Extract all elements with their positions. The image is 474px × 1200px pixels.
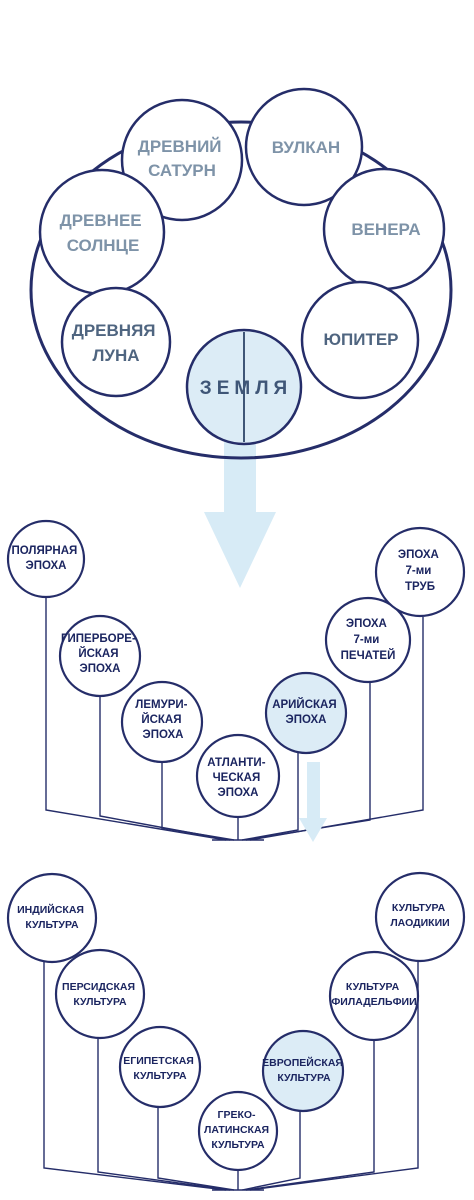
epoch-label-line: ЙСКАЯ (141, 713, 181, 726)
svg-text:АРИЙСКАЯ ЭПОХА: АРИЙСКАЯ ЭПОХА (272, 698, 340, 726)
epoch-label-line: АРИЙСКАЯ (272, 698, 336, 711)
culture-label-line: КУЛЬТУРА (25, 919, 79, 931)
planet-label-line: СОЛНЦЕ (67, 236, 140, 255)
culture-philadelphia: КУЛЬТУРА ФИЛАДЕЛЬФИИ (328, 950, 420, 1042)
planet-label-line: ЛУНА (92, 346, 139, 365)
culture-indian: ИНДИЙСКАЯ КУЛЬТУРА (6, 872, 98, 964)
planet-jupiter: ЮПИТЕР (300, 280, 420, 400)
epoch-atlantean: АТЛАНТИ- ЧЕСКАЯ ЭПОХА (195, 733, 281, 819)
planet-label-line: ДРЕВНЕЕ (60, 211, 142, 230)
planet-earth: ЗЕМЛЯ (185, 328, 303, 446)
epoch-seven-seals: ЭПОХА 7-ми ПЕЧАТЕЙ (324, 596, 412, 684)
svg-text:ВЕНЕРА: ВЕНЕРА (351, 220, 420, 239)
culture-european: ЕВРОПЕЙСКАЯ КУЛЬТУРА (261, 1029, 346, 1113)
planet-vulcan: ВУЛКАН (244, 87, 364, 207)
culture-label-line: ЛАОДИКИИ (390, 917, 449, 929)
epoch-label-line: 7-ми (405, 565, 431, 577)
svg-text:ГРЕКО- ЛАТИНСКАЯ К: ГРЕКО- ЛАТИНСКАЯ КУЛЬТУРА (204, 1109, 272, 1151)
planet-label-line: ДРЕВНИЙ (138, 137, 222, 156)
epoch-label-line: ПОЛЯРНАЯ (11, 545, 77, 557)
epoch-label-line: ГИПЕРБОРЕ- (61, 633, 136, 645)
svg-text:ДРЕВНЯЯ ЛУНА: ДРЕВНЯЯ ЛУНА (72, 321, 161, 365)
planet-ancient-saturn: ДРЕВНИЙ САТУРН (120, 98, 244, 222)
epoch-label-line: ЭПОХА (346, 618, 387, 630)
planet-label-line: ЮПИТЕР (323, 330, 398, 349)
epoch-label-line: ПЕЧАТЕЙ (341, 649, 396, 662)
svg-text:ЭПОХА 7-ми ПЕЧАТЕЙ: ЭПОХА 7-ми ПЕЧАТЕЙ (341, 618, 396, 662)
culture-label-line: КУЛЬТУРА (133, 1070, 187, 1082)
culture-greco-latin: ГРЕКО- ЛАТИНСКАЯ КУЛЬТУРА (197, 1090, 279, 1172)
svg-text:ЮПИТЕР: ЮПИТЕР (323, 330, 398, 349)
culture-label-line: КУЛЬТУРА (211, 1139, 265, 1151)
earth-label: ЗЕМЛЯ (200, 378, 292, 399)
epoch-label-line: ЭПОХА (398, 549, 439, 561)
culture-laodicea: КУЛЬТУРА ЛАОДИКИИ (374, 871, 466, 963)
svg-text:ЕГИПЕТСКАЯ КУЛЬТУРА: ЕГИПЕТСКАЯ КУЛЬТУРА (123, 1055, 197, 1082)
svg-text:КУЛЬТУРА ЛАОДИКИИ: КУЛЬТУРА ЛАОДИКИИ (390, 902, 449, 929)
planet-label-line: ДРЕВНЯЯ (72, 321, 156, 340)
svg-text:ПОЛЯРНАЯ ЭПОХА: ПОЛЯРНАЯ ЭПОХА (11, 545, 80, 572)
planet-ancient-moon: ДРЕВНЯЯ ЛУНА (60, 286, 172, 398)
arrow-earth-to-epochs (204, 440, 276, 588)
culture-label-line: ПЕРСИДСКАЯ (62, 981, 135, 993)
epoch-lemurian: ЛЕМУРИ- ЙСКАЯ ЭПОХА (120, 680, 204, 764)
culture-label-line: ЕВРОПЕЙСКАЯ (262, 1056, 343, 1069)
cosmos-ellipse (29, 120, 453, 460)
epoch-seven-trumpets: ЭПОХА 7-ми ТРУБ (374, 526, 466, 618)
svg-text:ПЕРСИДСКАЯ КУЛЬТУРА: ПЕРСИДСКАЯ КУЛЬТУРА (62, 981, 138, 1008)
epoch-label-line: ТРУБ (405, 581, 435, 593)
epoch-connectors (45, 597, 424, 841)
svg-text:ДРЕВНЕЕ СОЛНЦЕ: ДРЕВНЕЕ СОЛНЦЕ (60, 211, 147, 255)
svg-text:ДРЕВНИЙ САТУРН: ДРЕВНИЙ САТУРН (138, 137, 227, 180)
svg-text:ЛЕМУРИ- ЙСКАЯ ЭПОХ: ЛЕМУРИ- ЙСКАЯ ЭПОХА (135, 699, 190, 741)
epoch-aryan: АРИЙСКАЯ ЭПОХА (264, 671, 348, 755)
svg-text:КУЛЬТУРА ФИЛАДЕЛЬФИИ: КУЛЬТУРА ФИЛАДЕЛЬФИИ (331, 981, 416, 1008)
culture-label-line: ЕГИПЕТСКАЯ (123, 1055, 194, 1067)
arrow-aryan-to-cultures (299, 762, 327, 842)
culture-label-line: КУЛЬТУРА (346, 981, 400, 993)
svg-text:ВУЛКАН: ВУЛКАН (272, 138, 340, 157)
epoch-label-line: ЭПОХА (26, 560, 67, 572)
culture-persian: ПЕРСИДСКАЯ КУЛЬТУРА (54, 948, 146, 1040)
culture-label-line: КУЛЬТУРА (392, 902, 446, 914)
svg-text:ИНДИЙСКАЯ КУЛЬТУРА: ИНДИЙСКАЯ КУЛЬТУРА (17, 903, 87, 931)
svg-text:ЕВРОПЕЙСКАЯ КУЛЬТУРА: ЕВРОПЕЙСКАЯ КУЛЬТУРА (262, 1056, 346, 1084)
epoch-hyperborean: ГИПЕРБОРЕ- ЙСКАЯ ЭПОХА (58, 614, 142, 698)
epoch-label-line: ЧЕСКАЯ (213, 772, 261, 784)
epoch-label-line: ЭПОХА (80, 663, 121, 675)
planet-venus: ВЕНЕРА (322, 167, 446, 291)
epoch-label-line: ЭПОХА (143, 729, 184, 741)
culture-label-line: ФИЛАДЕЛЬФИИ (331, 996, 416, 1008)
svg-text:АТЛАНТИ- ЧЕСКАЯ ЭП: АТЛАНТИ- ЧЕСКАЯ ЭПОХА (207, 757, 268, 799)
svg-text:ГИПЕРБОРЕ- ЙСКАЯ Э: ГИПЕРБОРЕ- ЙСКАЯ ЭПОХА (61, 633, 139, 675)
culture-label-line: КУЛЬТУРА (73, 996, 127, 1008)
culture-label-line: ЛАТИНСКАЯ (204, 1124, 269, 1136)
epoch-label-line: ЛЕМУРИ- (135, 699, 187, 711)
epoch-label-line: АТЛАНТИ- (207, 757, 265, 769)
culture-egyptian: ЕГИПЕТСКАЯ КУЛЬТУРА (118, 1025, 202, 1109)
epoch-polar: ПОЛЯРНАЯ ЭПОХА (6, 519, 86, 599)
planet-ancient-sun: ДРЕВНЕЕ СОЛНЦЕ (38, 168, 166, 296)
epoch-label-line: ЭПОХА (218, 787, 259, 799)
planet-label-line: САТУРН (148, 161, 216, 180)
svg-text:ЭПОХА 7-ми ТРУБ: ЭПОХА 7-ми ТРУБ (398, 549, 442, 593)
culture-label-line: КУЛЬТУРА (277, 1072, 331, 1084)
culture-connectors (43, 958, 419, 1191)
culture-label-line: ГРЕКО- (218, 1109, 257, 1121)
epoch-label-line: ЙСКАЯ (78, 647, 118, 660)
planet-label-line: ВУЛКАН (272, 138, 340, 157)
planet-label-line: ВЕНЕРА (351, 220, 420, 239)
epoch-label-line: 7-ми (353, 634, 379, 646)
epoch-label-line: ЭПОХА (286, 714, 327, 726)
culture-label-line: ИНДИЙСКАЯ (17, 903, 84, 916)
